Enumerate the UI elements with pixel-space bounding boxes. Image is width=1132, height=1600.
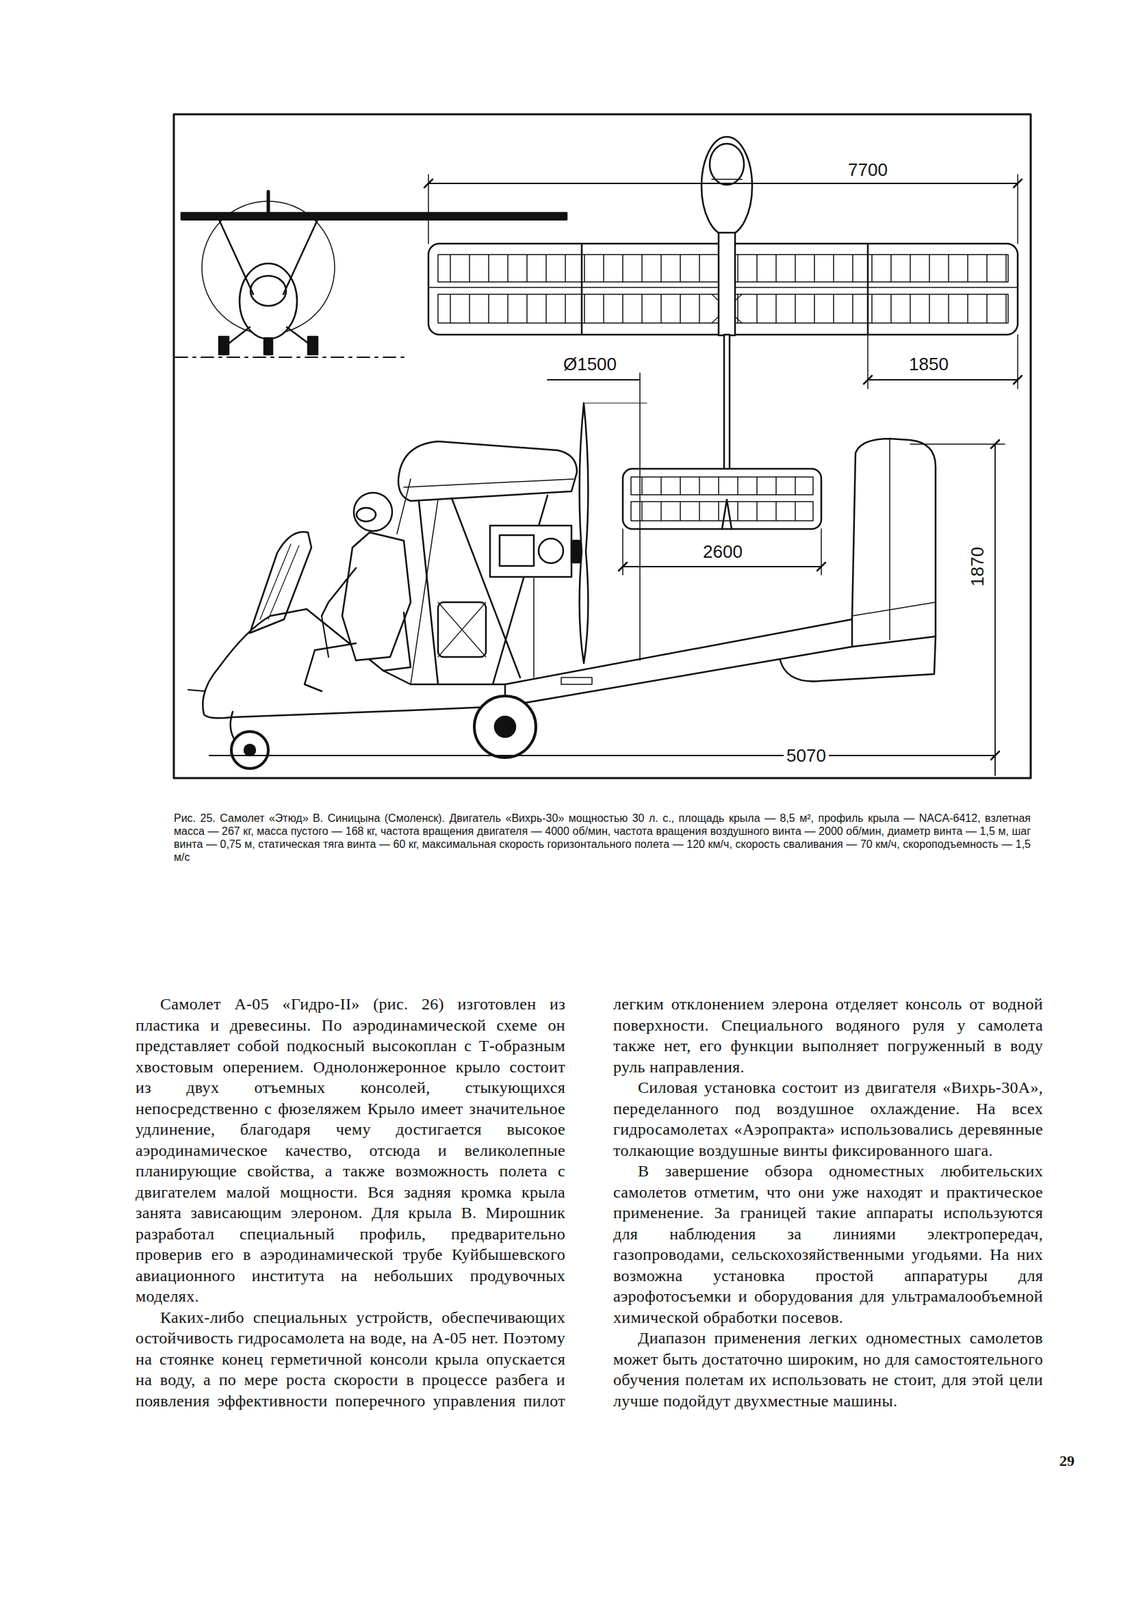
body-paragraph: Силовая установка состоит из двигателя «…: [613, 1077, 1044, 1161]
body-text-columns: Самолет А-05 «Гидро-II» (рис. 26) изгото…: [135, 993, 1044, 1412]
body-paragraph: Каких-либо специальных устройств, обеспе…: [135, 993, 1044, 1412]
dimension-label: 1850: [906, 354, 952, 374]
dimension-label: Ø1500: [560, 354, 620, 374]
body-paragraph: В завершение обзора одноместных любитель…: [613, 1160, 1044, 1328]
dimension-label: 1870: [967, 544, 987, 590]
body-paragraph: Диапазон применения легких одноместных с…: [613, 1327, 1044, 1412]
dimension-label: 5070: [783, 745, 829, 766]
dimension-label: 2600: [700, 542, 746, 562]
dimension-label: 7700: [845, 160, 891, 180]
page-number: 29: [1059, 1452, 1075, 1471]
body-paragraph: Самолет А-05 «Гидро-II» (рис. 26) изгото…: [135, 993, 566, 1308]
figure-caption: Рис. 25. Самолет «Этюд» В. Синицына (Смо…: [173, 811, 1031, 864]
